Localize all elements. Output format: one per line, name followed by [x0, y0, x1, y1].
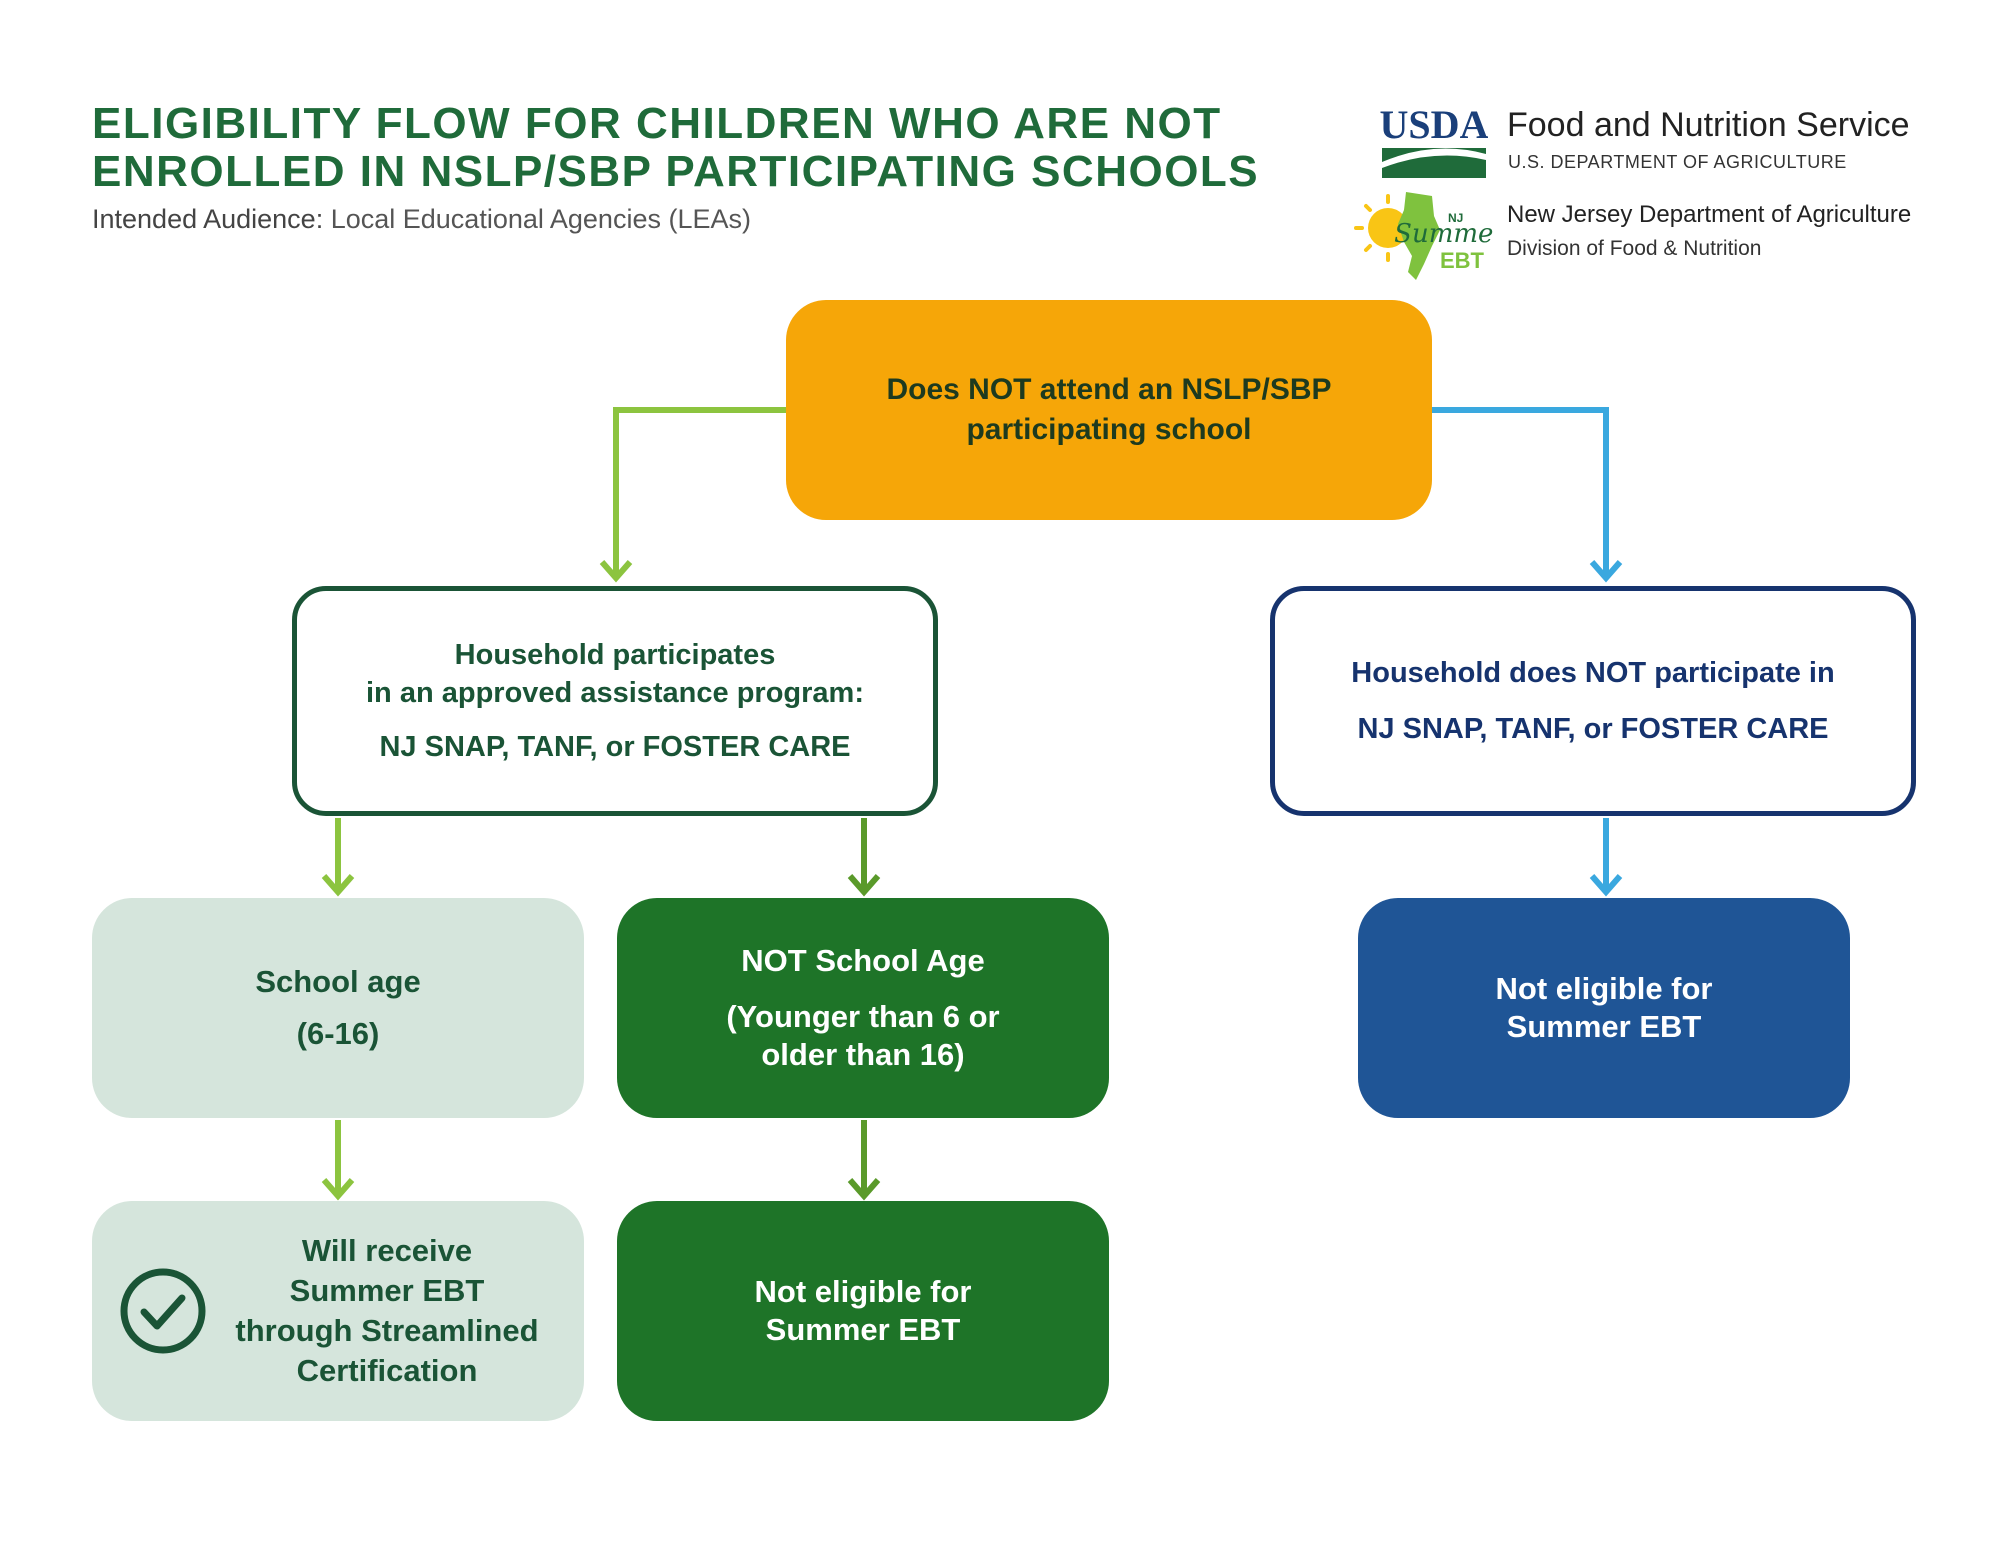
node-text-line: Certification: [296, 1353, 478, 1388]
connector-not-school-age-to-not-eligible: [847, 1120, 881, 1201]
node-text-line: older than 16): [761, 1037, 965, 1072]
connector-root-to-participates: [599, 407, 786, 583]
node-does-not-attend: Does NOT attend an NSLP/SBP participatin…: [786, 300, 1432, 520]
node-school-age: School age (6-16): [92, 898, 584, 1118]
node-text-line: Summer EBT: [289, 1273, 485, 1308]
node-text-line: Not eligible for: [1495, 971, 1713, 1006]
node-text-line: NJ SNAP, TANF, or FOSTER CARE: [379, 731, 851, 763]
fns-department: U.S. DEPARTMENT OF AGRICULTURE: [1508, 152, 1847, 172]
fns-name: Food and Nutrition Service: [1507, 106, 1910, 144]
nj-division-name: Division of Food & Nutrition: [1507, 237, 1762, 260]
nj-department-name: New Jersey Department of Agriculture: [1507, 201, 1912, 228]
node-text-line: Not eligible for: [754, 1274, 972, 1309]
connector-school-age-to-receive: [321, 1120, 355, 1201]
node-not-eligible-right: Not eligible for Summer EBT: [1358, 898, 1850, 1118]
usda-logo-text: USDA: [1380, 104, 1488, 147]
node-text-line: Household does NOT participate in: [1351, 657, 1835, 689]
node-household-not-participate: Household does NOT participate in NJ SNA…: [1270, 586, 1916, 816]
node-text-line: NJ SNAP, TANF, or FOSTER CARE: [1357, 713, 1829, 745]
page-title: ELIGIBILITY FLOW FOR CHILDREN WHO ARE NO…: [92, 100, 1332, 196]
node-text-line: Summer EBT: [1506, 1009, 1702, 1044]
node-not-school-age: NOT School Age (Younger than 6 or older …: [617, 898, 1109, 1118]
nj-summer-ebt-logo: NJ Summer EBT: [1354, 192, 1494, 280]
node-text-line: (Younger than 6 or: [726, 999, 1000, 1034]
ebt-logo-summer: Summer: [1394, 219, 1494, 249]
node-text-line: Does NOT attend an NSLP/SBP: [886, 373, 1332, 406]
connector-root-to-not-participate: [1432, 407, 1623, 583]
node-text-line: participating school: [966, 413, 1252, 446]
connector-participates-to-not-school-age: [847, 818, 881, 897]
node-text-line: (6-16): [296, 1016, 380, 1051]
node-text-line: through Streamlined: [235, 1313, 539, 1348]
title-line-2: ENROLLED IN NSLP/SBP PARTICIPATING SCHOO…: [92, 147, 1260, 196]
node-will-receive: Will receive Summer EBT through Streamli…: [92, 1201, 584, 1421]
audience-line: Intended Audience: Local Educational Age…: [92, 204, 751, 235]
audience-value: Local Educational Agencies (LEAs): [330, 204, 751, 234]
ebt-logo-nj: NJ: [1448, 211, 1463, 225]
node-text-line: Will receive: [301, 1233, 473, 1268]
will-receive-text: Will receive Summer EBT through Streamli…: [208, 1231, 584, 1391]
node-text-line: School age: [255, 964, 421, 999]
audience-label: Intended Audience:: [92, 204, 324, 234]
new-jersey-shape-icon: [1398, 192, 1440, 280]
title-line-1: ELIGIBILITY FLOW FOR CHILDREN WHO ARE NO…: [92, 99, 1222, 148]
sun-icon: [1354, 194, 1412, 262]
usda-logo: USDA: [1380, 104, 1488, 178]
node-text-line: Household participates: [454, 639, 776, 671]
node-not-eligible-middle: Not eligible for Summer EBT: [617, 1201, 1109, 1421]
connector-not-participate-to-not-eligible: [1589, 818, 1623, 897]
check-circle-icon: [120, 1268, 206, 1354]
connector-participates-to-school-age: [321, 818, 355, 897]
ebt-logo-ebt: EBT: [1440, 248, 1485, 273]
node-household-participates: Household participates in an approved as…: [292, 586, 938, 816]
node-text-line: in an approved assistance program:: [366, 677, 864, 709]
node-text-line: NOT School Age: [741, 943, 985, 978]
node-text-line: Summer EBT: [765, 1312, 961, 1347]
